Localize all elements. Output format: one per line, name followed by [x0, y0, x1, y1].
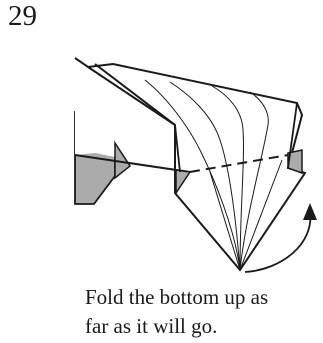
caption-line-2: far as it will go.: [85, 314, 218, 338]
crease-line-4: [239, 91, 269, 271]
arrowhead-icon: [303, 203, 317, 220]
instruction-caption: Fold the bottom up as far as it will go.: [85, 283, 268, 341]
model-body: [75, 58, 190, 175]
horizontal-edge-left: [74, 154, 191, 173]
crease-line-5: [239, 159, 283, 271]
step-number: 29: [8, 0, 37, 32]
curved-arrow-up-right-icon: [244, 209, 312, 273]
shaded-left-triangle: [175, 169, 192, 196]
crease-line-3: [211, 85, 244, 271]
caption-line-1: Fold the bottom up as: [85, 285, 269, 309]
top-edge: [87, 66, 176, 126]
crease-line-2: [169, 81, 241, 271]
crease-line-1: [144, 79, 241, 271]
right-vertical-edge: [287, 102, 298, 169]
crease-line-6: [209, 171, 241, 271]
valley-fold-line: [189, 154, 289, 173]
left-vertical-edge: [174, 124, 181, 173]
